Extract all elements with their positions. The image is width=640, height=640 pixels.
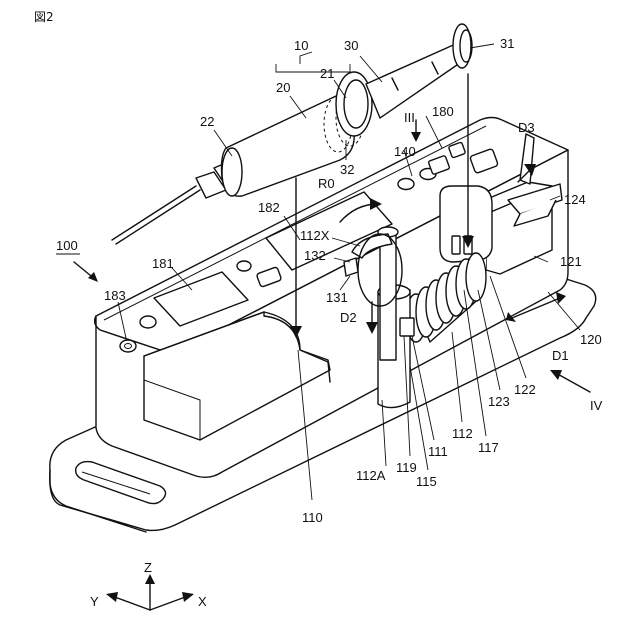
label-112A: 112A [356, 468, 386, 483]
button-mid [237, 261, 251, 271]
label-132: 132 [304, 248, 326, 263]
label-D2: D2 [340, 310, 357, 325]
label-10: 10 [294, 38, 308, 53]
label-31: 31 [500, 36, 514, 51]
label-111: 111 [428, 444, 448, 459]
label-182: 182 [258, 200, 280, 215]
label-115: 115 [416, 474, 437, 489]
label-30: 30 [344, 38, 358, 53]
label-22: 22 [200, 114, 214, 129]
label-32: 32 [340, 162, 354, 177]
label-112X: 112X [300, 228, 330, 243]
label-122: 122 [514, 382, 536, 397]
label-121: 121 [560, 254, 582, 269]
label-D3: D3 [518, 120, 535, 135]
label-119: 119 [396, 460, 417, 475]
axis-triad: Z Y X [90, 560, 207, 610]
label-112: 112 [452, 426, 473, 441]
label-100: 100 [56, 238, 78, 253]
label-20: 20 [276, 80, 290, 95]
label-D1: D1 [552, 348, 569, 363]
label-123: 123 [488, 394, 510, 409]
label-III: III [404, 110, 415, 125]
button-left [140, 316, 156, 328]
label-181: 181 [152, 256, 174, 271]
label-R0: R0 [318, 176, 335, 191]
label-21: 21 [320, 66, 334, 81]
label-183: 183 [104, 288, 126, 303]
axis-x-label: X [198, 594, 207, 609]
label-117: 117 [478, 440, 499, 455]
axis-y-label: Y [90, 594, 99, 609]
figure-title: 図2 [34, 10, 54, 24]
label-120: 120 [580, 332, 602, 347]
button-183 [120, 340, 136, 352]
label-140: 140 [394, 144, 416, 159]
label-110: 110 [302, 510, 323, 525]
label-124: 124 [564, 192, 586, 207]
label-131: 131 [326, 290, 348, 305]
label-IV: IV [590, 398, 603, 413]
button-140a [398, 179, 414, 190]
axis-z-label: Z [144, 560, 152, 575]
label-180: 180 [432, 104, 454, 119]
